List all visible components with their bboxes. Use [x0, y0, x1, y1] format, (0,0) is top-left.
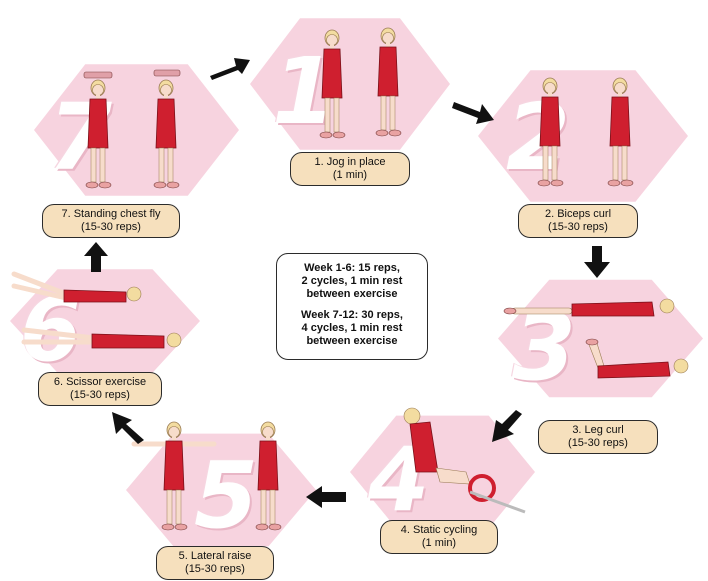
station-lateral-raise: 5 5. Lateral raise (15-30 reps)	[116, 420, 326, 580]
caption-static-cycling: 4. Static cycling (1 min)	[380, 520, 498, 554]
station-number: 5	[194, 442, 259, 549]
caption-detail: (15-30 reps)	[70, 389, 130, 401]
station-standing-chest-fly: 7 7. Standing chest fly (15-30 reps)	[26, 58, 241, 238]
week-1-6-schedule: Week 1-6: 15 reps, 2 cycles, 1 min rest …	[301, 262, 403, 300]
arrow-7-to-1	[210, 58, 250, 80]
caption-lateral-raise: 5. Lateral raise (15-30 reps)	[156, 546, 274, 580]
caption-title: 4. Static cycling	[400, 524, 478, 536]
hexagon-background	[250, 18, 450, 150]
arrow-5-to-6	[112, 412, 144, 444]
program-schedule-box: Week 1-6: 15 reps, 2 cycles, 1 min rest …	[276, 253, 428, 360]
arrow-3-to-4	[492, 410, 522, 442]
leg-curl-figure-upper	[503, 298, 675, 317]
caption-detail: (15-30 reps)	[81, 221, 141, 233]
caption-biceps-curl: 2. Biceps curl (15-30 reps)	[518, 204, 638, 238]
static-cycling-figure	[403, 407, 526, 514]
lateral-raise-arms-down-figure	[255, 421, 282, 531]
chest-fly-figure-front	[83, 71, 113, 189]
caption-detail: (15-30 reps)	[548, 221, 608, 233]
caption-title: 6. Scissor exercise	[53, 376, 147, 388]
caption-scissor-exercise: 6. Scissor exercise (15-30 reps)	[38, 372, 162, 406]
jogging-woman-knee-up-figure	[375, 27, 402, 137]
chest-fly-figure-side	[153, 69, 181, 189]
caption-detail: (1 min)	[332, 169, 368, 181]
caption-title: 5. Lateral raise	[178, 550, 252, 562]
jogging-woman-figure	[319, 29, 346, 139]
station-static-cycling: 4 4. Static cycling (1 min)	[350, 402, 535, 577]
station-scissor-exercise: 6 6. Scissor exercise (15-30 reps)	[0, 256, 200, 406]
caption-detail: (1 min)	[421, 537, 457, 549]
station-biceps-curl: 2 2. Biceps curl (15-30 reps)	[478, 66, 688, 238]
arrow-6-to-7	[84, 242, 108, 272]
caption-leg-curl: 3. Leg curl (15-30 reps)	[538, 420, 658, 454]
caption-standing-chest-fly: 7. Standing chest fly (15-30 reps)	[42, 204, 180, 238]
caption-jog-in-place: 1. Jog in place (1 min)	[290, 152, 410, 186]
biceps-curl-figure-front	[537, 77, 564, 187]
arrow-4-to-5	[306, 486, 346, 508]
week-7-12-schedule: Week 7-12: 30 reps, 4 cycles, 1 min rest…	[301, 309, 403, 347]
scissor-figure-upper	[11, 271, 142, 303]
caption-title: 3. Leg curl	[572, 424, 624, 436]
caption-title: 1. Jog in place	[314, 156, 386, 168]
arrow-1-to-2	[452, 102, 494, 124]
biceps-curl-figure-side	[607, 77, 634, 187]
station-jog-in-place: 1 1. Jog in place (1 min)	[250, 14, 450, 186]
lateral-raise-arms-out-figure	[131, 421, 217, 531]
station-leg-curl: 3 3. Leg curl (15-30 reps)	[498, 276, 703, 454]
station-number: 3	[512, 294, 577, 401]
leg-curl-figure-lower	[585, 338, 689, 379]
arrow-2-to-3	[584, 246, 610, 278]
caption-detail: (15-30 reps)	[568, 437, 628, 449]
caption-title: 7. Standing chest fly	[61, 208, 161, 220]
scissor-figure-lower	[21, 327, 182, 349]
caption-detail: (15-30 reps)	[185, 563, 245, 575]
caption-title: 2. Biceps curl	[544, 208, 612, 220]
